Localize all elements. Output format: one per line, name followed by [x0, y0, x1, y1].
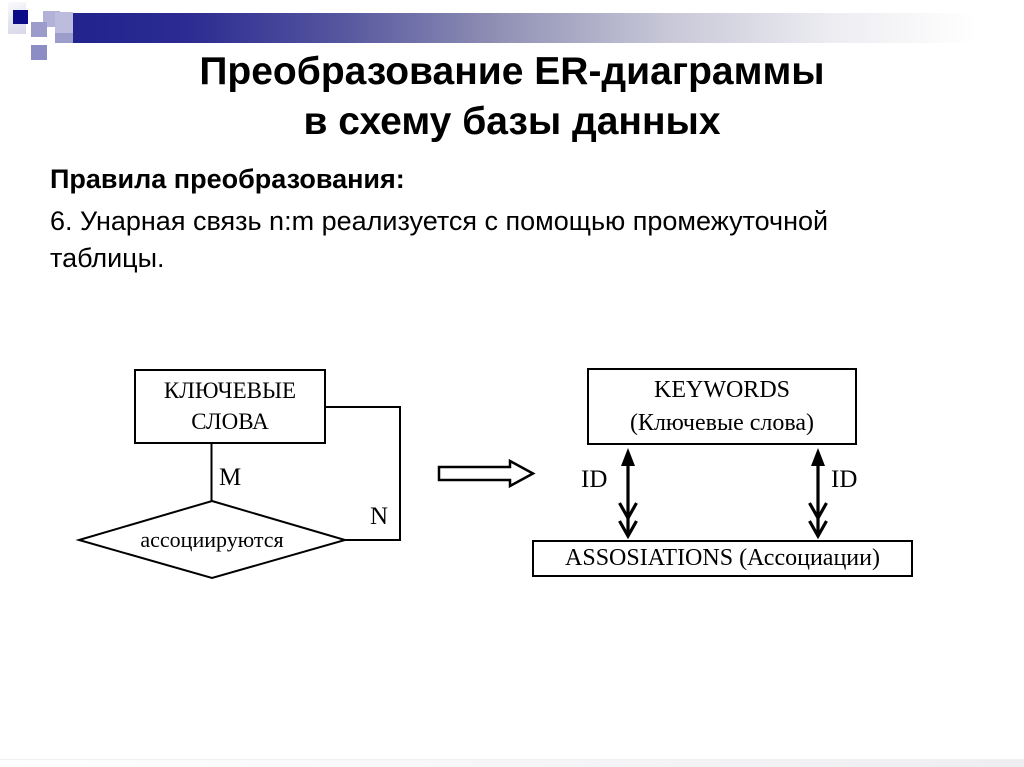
slide-title-line2: в схему базы данных [303, 100, 721, 143]
rule-text: 6. Унарная связь n:m реализуется с помощ… [50, 206, 829, 273]
fk-id-right-label: ID [831, 466, 858, 493]
table-box-associations: ASSOSIATIONS (Ассоциации) [532, 540, 913, 577]
slide-title: Преобразование ER-диаграммы в схему базы… [0, 47, 1024, 147]
table-box-keywords: KEYWORDS (Ключевые слова) [587, 368, 857, 445]
footer-gradient-bar [0, 759, 1024, 767]
relation-arrow-right-icon [808, 448, 828, 540]
relation-arrow-left-icon [618, 448, 638, 540]
header-gradient-bar [73, 13, 1024, 43]
cardinality-n-label: N [370, 503, 389, 530]
deco-square-navy [13, 10, 28, 24]
n-link-line [325, 406, 401, 541]
rules-heading: Правила преобразования: [50, 164, 405, 194]
decorative-squares [0, 0, 110, 70]
cardinality-m-label: M [219, 464, 242, 491]
deco-square-medium2 [55, 33, 73, 43]
entity-box-line1: КЛЮЧЕВЫЕ [163, 378, 297, 403]
deco-square-light2 [55, 12, 73, 33]
fk-id-left-label: ID [581, 466, 608, 493]
relationship-label: ассоциируются [140, 527, 284, 552]
deco-square-medium3 [31, 45, 47, 60]
deco-square-medium1 [31, 22, 47, 37]
entity-box-keywords: КЛЮЧЕВЫЕ СЛОВА [134, 369, 326, 444]
entity-box-line2: СЛОВА [191, 409, 269, 434]
table-keywords-line2: (Ключевые слова) [629, 410, 815, 436]
slide-title-line1: Преобразование ER-диаграммы [199, 50, 825, 93]
transform-arrow-icon [437, 458, 536, 489]
table-keywords-line1: KEYWORDS [654, 377, 790, 403]
